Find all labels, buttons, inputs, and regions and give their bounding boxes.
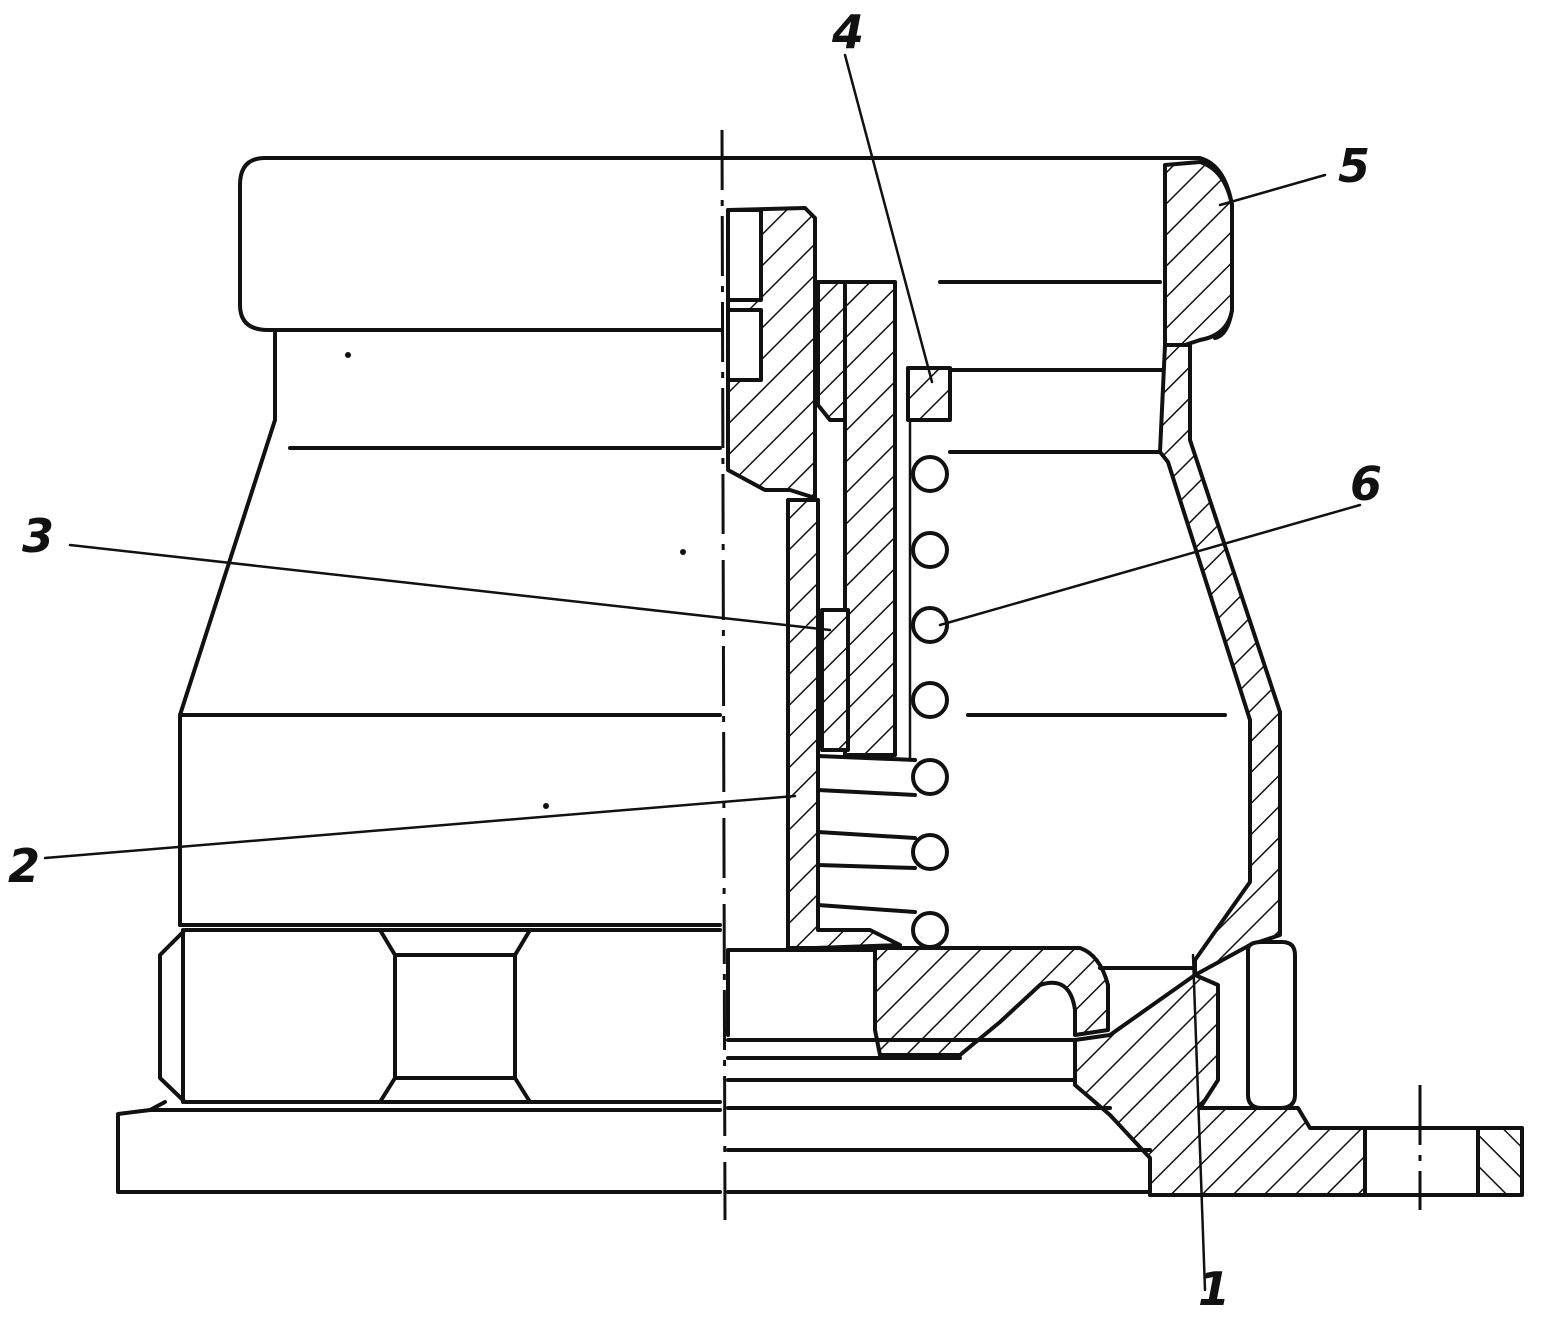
ball — [911, 606, 949, 644]
part-5-housing-cap — [1163, 160, 1234, 347]
callout-2: 2 — [8, 839, 40, 893]
leader-3 — [68, 543, 832, 632]
ball — [911, 531, 949, 569]
leader-5 — [1218, 173, 1327, 207]
callout-6: 6 — [1350, 457, 1382, 511]
callout-3: 3 — [22, 509, 54, 563]
part-5-housing-wall — [1158, 343, 1282, 977]
conical-body-outline — [178, 328, 277, 927]
leader-1 — [1191, 953, 1207, 1292]
part-4-washer — [906, 366, 952, 422]
ball — [911, 911, 949, 949]
dot-mark — [345, 352, 351, 358]
side-pin — [1246, 940, 1297, 1110]
hex-nut-flat — [378, 928, 532, 1104]
part-3-collar — [820, 608, 850, 752]
spring-coils — [816, 754, 917, 914]
leader-4 — [843, 53, 934, 384]
callout-1: 1 — [1198, 1262, 1230, 1316]
callout-5: 5 — [1338, 139, 1370, 193]
leader-lines — [43, 53, 1362, 1292]
hex-nut-outline — [158, 928, 722, 1104]
ball — [911, 758, 949, 796]
top-cap-outline — [238, 156, 722, 332]
leader-6 — [938, 503, 1362, 627]
sleeve-slot — [726, 208, 763, 302]
callout-4: 4 — [831, 5, 864, 59]
sleeve-slot-2 — [726, 308, 763, 382]
ball — [911, 455, 949, 493]
part-6-balls — [908, 418, 949, 1027]
dot-mark — [680, 549, 686, 555]
part-3-plunger — [843, 280, 897, 757]
section-view — [718, 156, 1524, 1197]
part-1-flange-tip — [1476, 1126, 1524, 1197]
valve-seat — [873, 946, 1110, 1057]
exterior-view — [116, 156, 722, 1194]
center-axis — [720, 129, 727, 1221]
base-plate-outline — [116, 1108, 722, 1194]
dot-mark — [543, 803, 549, 809]
leader-2 — [43, 794, 797, 860]
base-plate-joint — [148, 1100, 167, 1112]
seat-lines — [726, 948, 1152, 1194]
part-3-plunger-guide — [816, 280, 847, 422]
ball — [911, 833, 949, 871]
part-1-base-body — [1073, 973, 1367, 1197]
ball — [911, 681, 949, 719]
